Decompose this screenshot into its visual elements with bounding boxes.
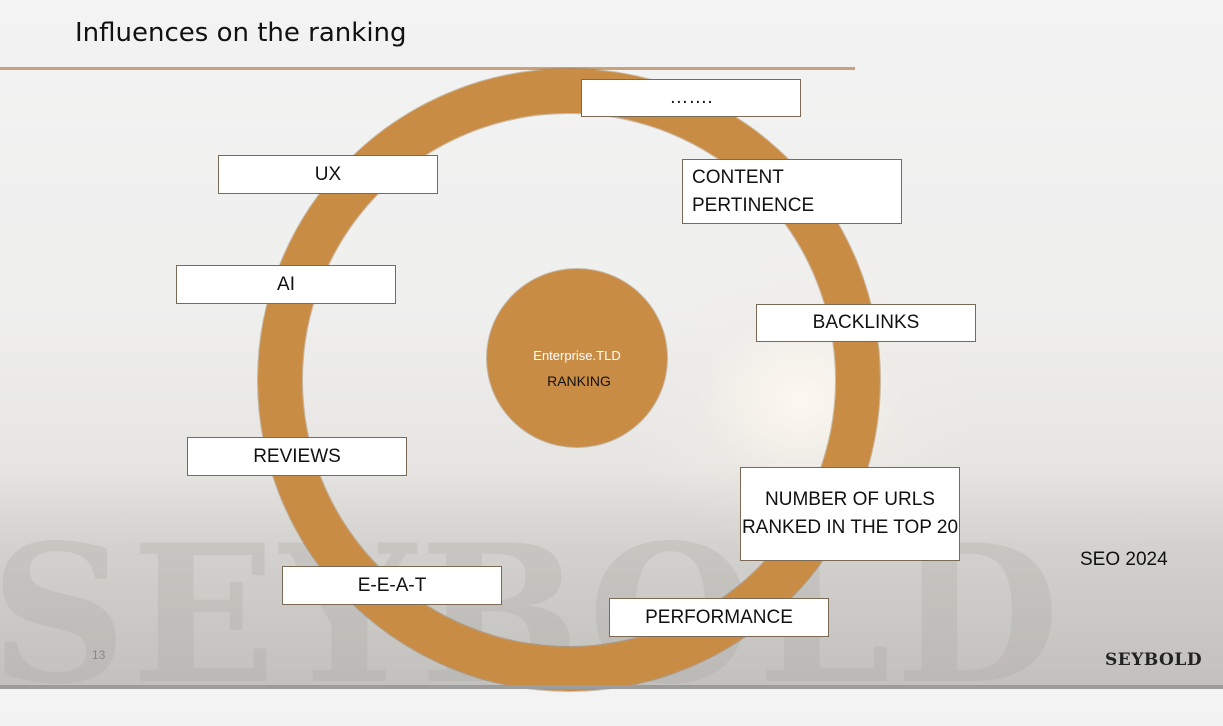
seo-year-label: SEO 2024 [1080, 549, 1168, 570]
factor-box-urls-top-20: NUMBER OF URLS RANKED IN THE TOP 20 [740, 467, 960, 561]
factor-box-ai: AI [176, 265, 396, 304]
factor-box-ellipsis: ……. [581, 79, 801, 117]
center-label: RANKING [547, 373, 611, 389]
factor-box-ux: UX [218, 155, 438, 194]
factor-box-reviews: REVIEWS [187, 437, 407, 476]
brand-logo: SEYBOLD [1105, 650, 1203, 670]
factor-box-content-pertinence: CONTENT PERTINENCE [682, 159, 902, 224]
factor-box-eeat: E-E-A-T [282, 566, 502, 605]
factor-box-backlinks: BACKLINKS [756, 304, 976, 342]
page-number: 13 [92, 648, 106, 662]
title-divider [0, 67, 855, 70]
slide-title: Influences on the ranking [75, 18, 407, 48]
bottom-border [0, 685, 1223, 689]
center-node: Enterprise.TLD RANKING [487, 269, 667, 447]
factor-box-performance: PERFORMANCE [609, 598, 829, 637]
center-domain: Enterprise.TLD [533, 348, 621, 363]
